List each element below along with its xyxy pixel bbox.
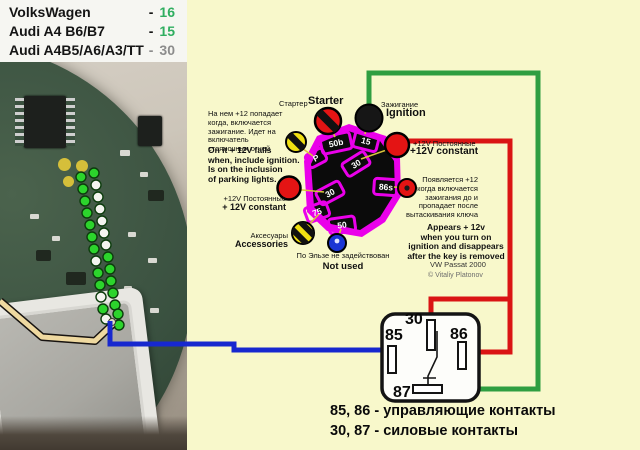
ignition-switch-connector: 50b 15 P 30 86s 30 75 50: [291, 121, 407, 242]
relay-pin30-blade: [426, 319, 436, 351]
pin-75: 75: [311, 206, 324, 219]
parking-note-ru: На нем +12 попадает когда, включается за…: [208, 109, 283, 154]
pin-15: 15: [360, 135, 372, 147]
ic-legs: [66, 98, 75, 146]
relay-note-power: 30, 87 - силовые контакты: [330, 423, 519, 439]
relay: [380, 312, 481, 403]
constant-right-ru: +12V Постоянные: [413, 139, 476, 148]
relay-note-control: 85, 86 - управляющие контакты: [330, 403, 556, 419]
relay-pin86-blade: [457, 341, 467, 370]
pin-86s: 86s: [379, 182, 394, 193]
appears-note-en: Appears + 12v when you turn on ignition …: [407, 222, 505, 261]
pin-P: P: [311, 152, 321, 164]
smd-part: [66, 272, 86, 285]
ignition-label-ru: Зажигание: [381, 100, 419, 109]
terminal-legend-box: VolksWagen -16 Audi A4 B6/B7 -15 Audi A4…: [0, 0, 187, 62]
appears-note-ru: Появляется +12 когда включается зажигани…: [406, 175, 478, 220]
relay-pin86-label: 86: [450, 326, 468, 343]
car-model: Audi A4 B6/B7: [9, 22, 105, 39]
smd-part: [148, 190, 164, 201]
constant-right-en: +12V constant: [410, 146, 479, 157]
terminal-number: 30: [159, 41, 175, 58]
relay-pin87-label: 87: [393, 384, 411, 401]
not-used-label: По Эльзе не задействован Not used: [296, 251, 390, 272]
ic-chip: [24, 96, 66, 148]
legend-row: VolksWagen -16: [9, 3, 175, 20]
ic-chip: [138, 116, 162, 146]
starter-label-en: Starter: [308, 95, 344, 107]
terminal-number: 16: [159, 3, 175, 20]
wire-tan-outline: [0, 297, 116, 345]
legend-row: Audi A4B5/A6/A3/TT -30: [9, 41, 175, 58]
constant-right-circle: [383, 131, 411, 159]
parking-note-en: On it + 12V falls when, include ignition…: [208, 145, 300, 184]
accessories-label: Аксесуары Accessories: [234, 231, 288, 249]
pin-50: 50: [337, 219, 348, 230]
wire-tan: [0, 299, 115, 344]
wire-green: [366, 70, 541, 392]
photo-shadow: [0, 416, 187, 450]
car-model: VolksWagen: [9, 3, 91, 20]
terminal-circles: [276, 102, 417, 253]
starter-label-ru: Стартер: [279, 99, 308, 108]
relay-pin85-blade: [387, 345, 397, 374]
terminal-number: 15: [159, 22, 175, 39]
pcb-marked-pads: [75, 167, 125, 331]
relay-pin85-label: 85: [385, 327, 403, 344]
capacitor: [76, 160, 88, 172]
ignition-circle: [354, 103, 384, 133]
relay-pin87-blade: [412, 384, 443, 394]
credit-model: VW Passat 2000: [430, 260, 486, 269]
credit-author: © Vitaliy Platonov: [428, 272, 483, 279]
constant-left-label: +12V Постоянные + 12V constant: [222, 194, 286, 212]
legend-row: Audi A4 B6/B7 -15: [9, 22, 175, 39]
smd-part: [36, 250, 51, 261]
wire-red-main: [403, 138, 513, 355]
pin-30-mid: 30: [323, 186, 336, 199]
ic-legs: [15, 98, 24, 146]
wire-blue: [107, 321, 389, 353]
capacitor: [63, 176, 74, 187]
capacitor: [58, 158, 71, 171]
relay-switch-symbol: [423, 331, 438, 384]
constant-left-circle: [276, 175, 302, 201]
pin-50b: 50b: [328, 137, 344, 150]
relay-pin30-label: 30: [405, 311, 423, 328]
car-model: Audi A4B5/A6/A3/TT: [9, 41, 144, 58]
ignition-label-en: Ignition: [386, 107, 426, 119]
